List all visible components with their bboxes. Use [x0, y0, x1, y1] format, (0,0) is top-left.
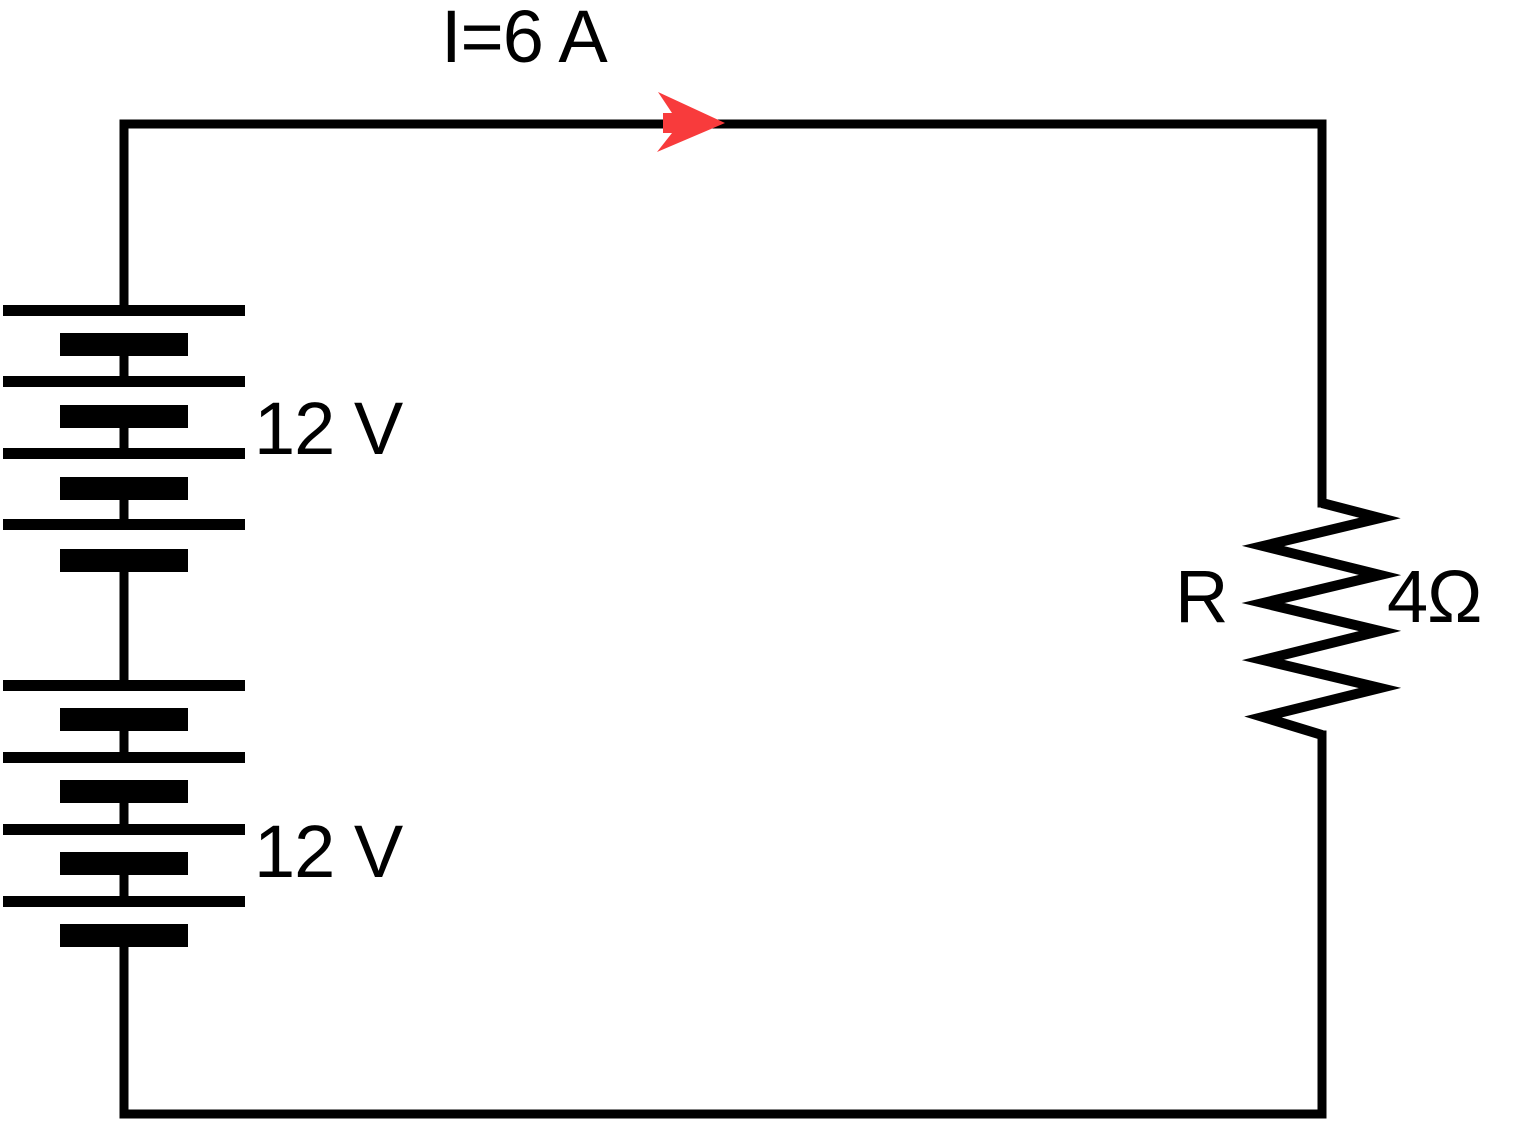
battery-plate-short	[60, 780, 188, 803]
wire-upper-loop	[119, 119, 1327, 508]
battery-plate-short	[60, 852, 188, 875]
battery-plate-long	[3, 680, 245, 691]
battery-2-label: 12 V	[254, 810, 403, 893]
battery-plate-long	[3, 376, 245, 387]
resistor-name-label: R	[1175, 555, 1228, 638]
battery-1-label: 12 V	[254, 387, 403, 470]
battery-plate-long	[3, 824, 245, 835]
current-label: I=6 A	[441, 0, 608, 78]
resistor-zigzag	[1241, 498, 1402, 740]
battery-plate-short	[60, 549, 188, 572]
battery-plate-long	[3, 896, 245, 907]
battery-plate-short	[60, 924, 188, 947]
battery-1	[3, 305, 245, 572]
battery-plate-long	[3, 519, 245, 530]
battery-plate-short	[60, 405, 188, 428]
wire-lower-loop	[119, 730, 1327, 1119]
resistor-value-label: 4Ω	[1387, 555, 1482, 638]
battery-plate-long	[3, 448, 245, 459]
battery-plate-short	[60, 477, 188, 500]
battery-plate-short	[60, 708, 188, 731]
battery-plate-long	[3, 305, 245, 316]
battery-plate-short	[60, 333, 188, 356]
battery-plate-long	[3, 752, 245, 763]
current-arrow-icon	[657, 92, 725, 152]
battery-2	[3, 680, 245, 947]
